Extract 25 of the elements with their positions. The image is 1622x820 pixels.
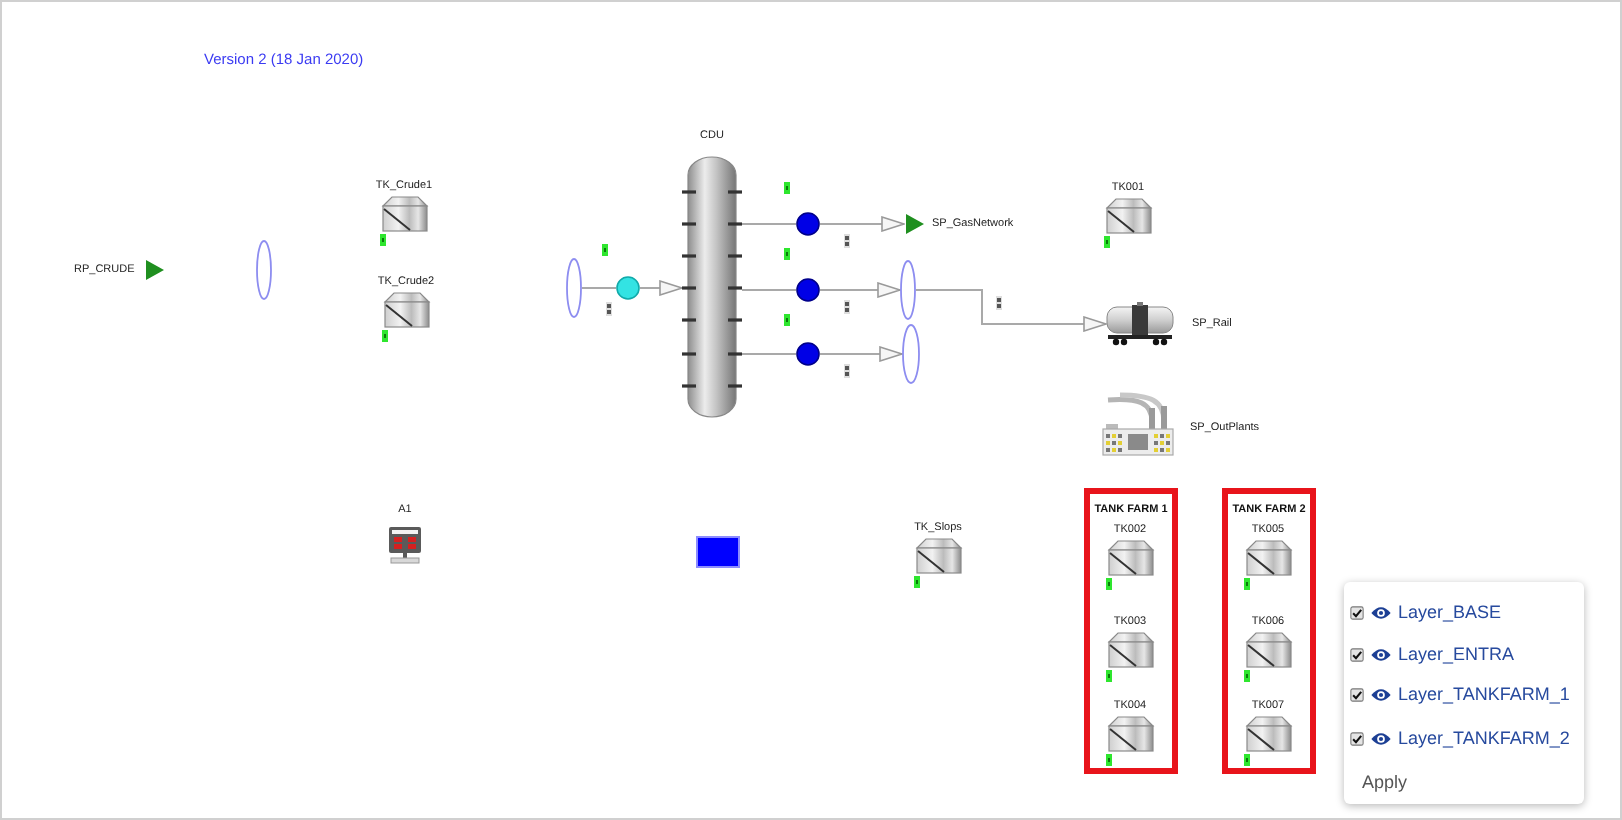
- pump-circle: [796, 342, 820, 366]
- pipe-line: [581, 287, 617, 289]
- junction-ellipse: [900, 260, 916, 320]
- layer-name: Layer_ENTRA: [1398, 642, 1515, 666]
- junction-ellipse: [902, 324, 920, 384]
- flow-arrow: [915, 289, 1107, 332]
- pump-circle: [616, 276, 640, 300]
- pump-circle: [796, 278, 820, 302]
- junction-ellipse: [256, 240, 272, 300]
- tank-farm-frame: [1084, 488, 1178, 774]
- apply-label: Apply: [1362, 770, 1408, 794]
- block-rectangle: [696, 536, 740, 568]
- layer-name: Layer_TANKFARM_2: [1398, 726, 1570, 750]
- layer-name: Layer_TANKFARM_1: [1398, 682, 1570, 706]
- layer-name: Layer_BASE: [1398, 600, 1502, 624]
- pump-circle: [796, 212, 820, 236]
- flow-arrow: [819, 282, 901, 298]
- flow-arrow: [819, 216, 905, 232]
- pipe-line: [741, 353, 797, 355]
- junction-ellipse: [566, 258, 582, 318]
- pipe-line: [741, 223, 797, 225]
- tank-farm-frame: [1222, 488, 1316, 774]
- flow-arrow: [639, 280, 683, 296]
- flow-arrow: [819, 346, 903, 362]
- pipe-line: [741, 289, 797, 291]
